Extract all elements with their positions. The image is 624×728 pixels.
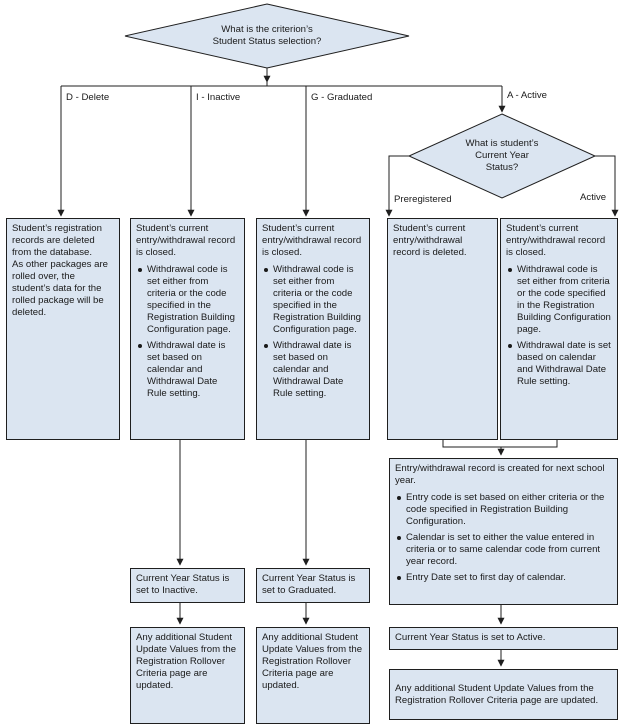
active-intro: Student’s current entry/withdrawal recor… — [506, 223, 606, 258]
merge-line — [442, 440, 558, 448]
update-text: Any additional Student Update Values fro… — [136, 632, 237, 691]
bullet-item: Withdrawal code is set either from crite… — [264, 264, 364, 336]
inactive-intro: Student’s current entry/withdrawal recor… — [136, 223, 236, 258]
bullet-item: Calendar is set to either the value ente… — [397, 532, 612, 568]
decision-line: What is the criterion’s — [221, 24, 313, 35]
active-closed-box: Student’s current entry/withdrawal recor… — [500, 218, 618, 440]
delete-text: As other packages are rolled over, the s… — [12, 259, 108, 318]
bullet-item: Withdrawal date is set based on calendar… — [508, 340, 611, 387]
inactive-box: Student’s current entry/withdrawal recor… — [130, 218, 245, 440]
graduated-intro: Student’s current entry/withdrawal recor… — [262, 223, 362, 258]
decision-line: Status? — [485, 162, 519, 173]
branch-label-preregistered: Preregistered — [394, 194, 452, 205]
active-bullets: Withdrawal code is set either from crite… — [506, 264, 612, 388]
graduated-bullets: Withdrawal code is set either from crite… — [262, 264, 364, 400]
status-text: Current Year Status is set to Graduated. — [262, 573, 356, 596]
bullet-item: Withdrawal code is set either from crite… — [138, 264, 239, 336]
bullet-item: Withdrawal date is set based on calendar… — [264, 340, 364, 400]
entry-bullets: Entry code is set based on either criter… — [395, 492, 612, 584]
status-inactive-box: Current Year Status is set to Inactive. — [130, 568, 245, 603]
branch-label-delete: D - Delete — [66, 92, 110, 103]
inactive-bullets: Withdrawal code is set either from crite… — [136, 264, 239, 400]
decision-line: Current Year — [475, 150, 529, 161]
decision-line: Student Status selection? — [212, 36, 322, 47]
bullet-item: Withdrawal code is set either from crite… — [508, 264, 611, 335]
delete-box: Student’s registration records are delet… — [6, 218, 120, 440]
graduated-box: Student’s current entry/withdrawal recor… — [256, 218, 370, 440]
branch-label-active: A - Active — [507, 90, 547, 101]
update-text: Any additional Student Update Values fro… — [262, 632, 363, 691]
update-active-box: Any additional Student Update Values fro… — [389, 669, 618, 720]
branch-label-active-sub: Active — [580, 192, 607, 203]
entry-record-box: Entry/withdrawal record is created for n… — [389, 458, 618, 605]
delete-text: Student’s registration records are delet… — [12, 223, 102, 258]
arrow-preregistered — [385, 155, 409, 217]
arrow-active-sub — [595, 155, 619, 217]
branch-label-inactive: I - Inactive — [196, 92, 241, 103]
status-active-box: Current Year Status is set to Active. — [389, 627, 618, 650]
bullet-item: Withdrawal date is set based on calendar… — [138, 340, 239, 400]
bullet-item: Entry Date set to first day of calendar. — [397, 572, 612, 584]
status-graduated-box: Current Year Status is set to Graduated. — [256, 568, 370, 603]
bullet-item: Entry code is set based on either criter… — [397, 492, 612, 528]
status-text: Current Year Status is set to Active. — [395, 632, 546, 643]
decision-current-year-text: What is student’s Current Year Status? — [442, 138, 562, 174]
preregistered-box: Student’s current entry/withdrawal recor… — [387, 218, 498, 440]
decision-diamond-status — [124, 3, 410, 69]
update-text: Any additional Student Update Values fro… — [395, 683, 599, 706]
update-inactive-box: Any additional Student Update Values fro… — [130, 627, 245, 724]
status-text: Current Year Status is set to Inactive. — [136, 573, 230, 596]
decision-diamond-current-year — [407, 113, 597, 199]
entry-intro: Entry/withdrawal record is created for n… — [395, 463, 605, 486]
decision-line: What is student’s — [465, 138, 539, 149]
preregistered-text: Student’s current entry/withdrawal recor… — [393, 223, 467, 258]
decision-status-text: What is the criterion’s Student Status s… — [167, 24, 367, 48]
update-graduated-box: Any additional Student Update Values fro… — [256, 627, 370, 724]
branch-label-graduated: G - Graduated — [311, 92, 373, 103]
